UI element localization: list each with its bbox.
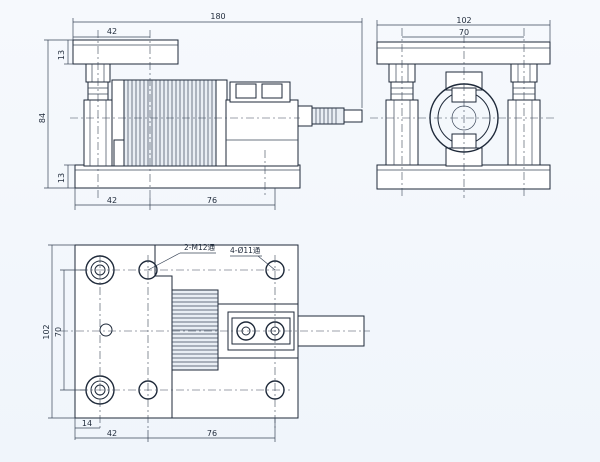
front-bellows bbox=[123, 79, 217, 167]
plan-bellows bbox=[171, 289, 219, 371]
plan-view: 2-M12通 4-Ø11通 102 70 14 42 76 bbox=[42, 242, 370, 442]
dim-front-overall-width: 180 bbox=[210, 12, 225, 21]
side-top-plate bbox=[376, 41, 551, 65]
dim-front-bottom-left: 42 bbox=[107, 196, 117, 205]
side-right-stud bbox=[507, 63, 541, 166]
dim-plan-left: 42 bbox=[107, 429, 117, 438]
dim-plan-hole-spacing-y: 70 bbox=[54, 327, 63, 337]
dim-side-hole-spacing: 70 bbox=[459, 28, 469, 37]
front-cable bbox=[297, 105, 363, 127]
dim-front-top-plate-width: 42 bbox=[107, 27, 117, 36]
front-base-plate bbox=[74, 164, 301, 189]
front-top-plate bbox=[72, 39, 179, 65]
dim-front-bottom-right: 76 bbox=[207, 196, 217, 205]
dim-front-bottom-thickness: 13 bbox=[57, 173, 66, 183]
dim-plan-right: 76 bbox=[207, 429, 217, 438]
note-through-holes: 4-Ø11通 bbox=[230, 245, 261, 255]
front-right-block bbox=[225, 99, 299, 167]
front-view: 180 42 84 13 13 42 76 bbox=[38, 12, 363, 210]
dim-plan-edge-offset: 14 bbox=[82, 419, 92, 428]
dim-plan-height: 102 bbox=[42, 324, 51, 339]
dim-side-overall-width: 102 bbox=[456, 16, 471, 25]
note-threaded-holes: 2-M12通 bbox=[184, 242, 215, 252]
side-view: 102 70 bbox=[370, 16, 556, 198]
dim-front-top-thickness: 13 bbox=[57, 50, 66, 60]
dim-front-height: 84 bbox=[38, 113, 47, 123]
